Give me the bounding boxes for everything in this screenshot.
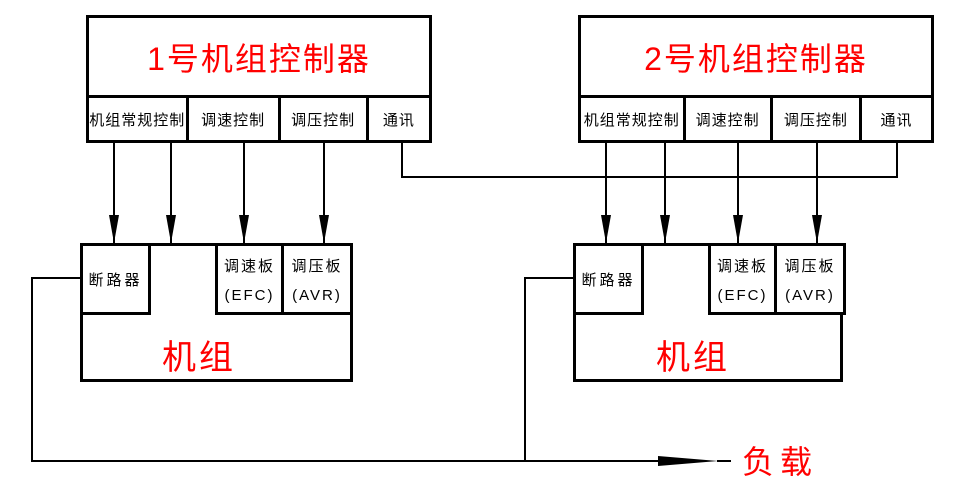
wire-ctrl1-to-unit [170,141,172,243]
controller-2-cell-voltage-control: 调压控制 [769,98,859,140]
controller-1-cell-communication: 通讯 [365,98,429,140]
unit-2-regulator-board-box: 调压板 (AVR) [774,243,846,315]
arrowhead-down-icon [109,215,119,243]
arrowhead-down-icon [733,215,743,243]
wire-bus-bottom [31,460,659,462]
regulator-board-abbr: (AVR) [292,286,342,304]
unit-1-box: 断路器 调速板 (EFC) 调压板 (AVR) 机组 [80,243,353,382]
governor-board-abbr: (EFC) [224,286,275,304]
unit-1-governor-board-box: 调速板 (EFC) [215,243,284,315]
controller-1-cell-speed-control: 调速控制 [185,98,278,140]
wire-breaker2-output [524,277,576,279]
unit-2-governor-board-box: 调速板 (EFC) [708,243,777,315]
wire-ctrl2-to-breaker [605,141,607,243]
wire-ctrl1-to-avr [323,141,325,243]
controller-1-cell-unit-conventional-control: 机组常规控制 [89,111,186,129]
unit-1-regulator-board-box: 调压板 (AVR) [281,243,353,315]
load-label: 负载 [742,444,819,480]
governor-board-abbr: (EFC) [717,286,768,304]
arrowhead-down-icon [660,215,670,243]
wire-bus-right-vertical [524,277,526,462]
wire-comm-drop-left [401,141,403,178]
wire-ctrl2-to-efc [737,141,739,243]
controller-2-function-row: 机组常规控制 调速控制 调压控制 通讯 [581,95,931,140]
controller-2-box: 2号机组控制器 机组常规控制 调速控制 调压控制 通讯 [578,15,934,143]
regulator-board-abbr: (AVR) [785,286,835,304]
wire-ctrl2-to-unit [664,141,666,243]
wire-ctrl1-to-efc [243,141,245,243]
regulator-board-label: 调压板 [291,257,343,275]
governor-board-label: 调速板 [223,257,275,275]
regulator-board-label: 调压板 [784,257,836,275]
controller-2-cell-communication: 通讯 [859,98,931,140]
controller-1-function-row: 机组常规控制 调速控制 调压控制 通讯 [89,95,429,140]
wire-ctrl1-to-breaker [113,141,115,243]
wire-bus-left-vertical [31,277,33,462]
unit-2-label: 机组 [656,339,730,377]
wire-comm-riser-right [896,141,898,178]
unit-2-box: 断路器 调速板 (EFC) 调压板 (AVR) 机组 [573,243,846,382]
unit-1-label: 机组 [162,339,236,377]
unit-1-breaker-box: 断路器 [80,243,151,315]
unit-2-breaker-box: 断路器 [573,243,644,315]
governor-board-label: 调速板 [716,257,768,275]
arrowhead-down-icon [812,215,822,243]
wire-breaker1-output [31,277,83,279]
controller-1-title: 1号机组控制器 [147,40,371,77]
controller-1-box: 1号机组控制器 机组常规控制 调速控制 调压控制 通讯 [86,15,432,143]
wire-comm-horizontal [401,176,898,178]
controller-2-title: 2号机组控制器 [644,40,868,77]
arrowhead-down-icon [601,215,611,243]
controller-1-cell-voltage-control: 调压控制 [277,98,366,140]
wire-ctrl2-to-avr [816,141,818,243]
arrowhead-down-icon [319,215,329,243]
controller-2-cell-unit-conventional-control: 机组常规控制 [583,111,680,129]
controller-2-cell-speed-control: 调速控制 [682,98,770,140]
arrowhead-down-icon [239,215,249,243]
wire-load-stub [717,460,731,462]
arrowhead-right-icon [658,456,718,466]
arrowhead-down-icon [166,215,176,243]
